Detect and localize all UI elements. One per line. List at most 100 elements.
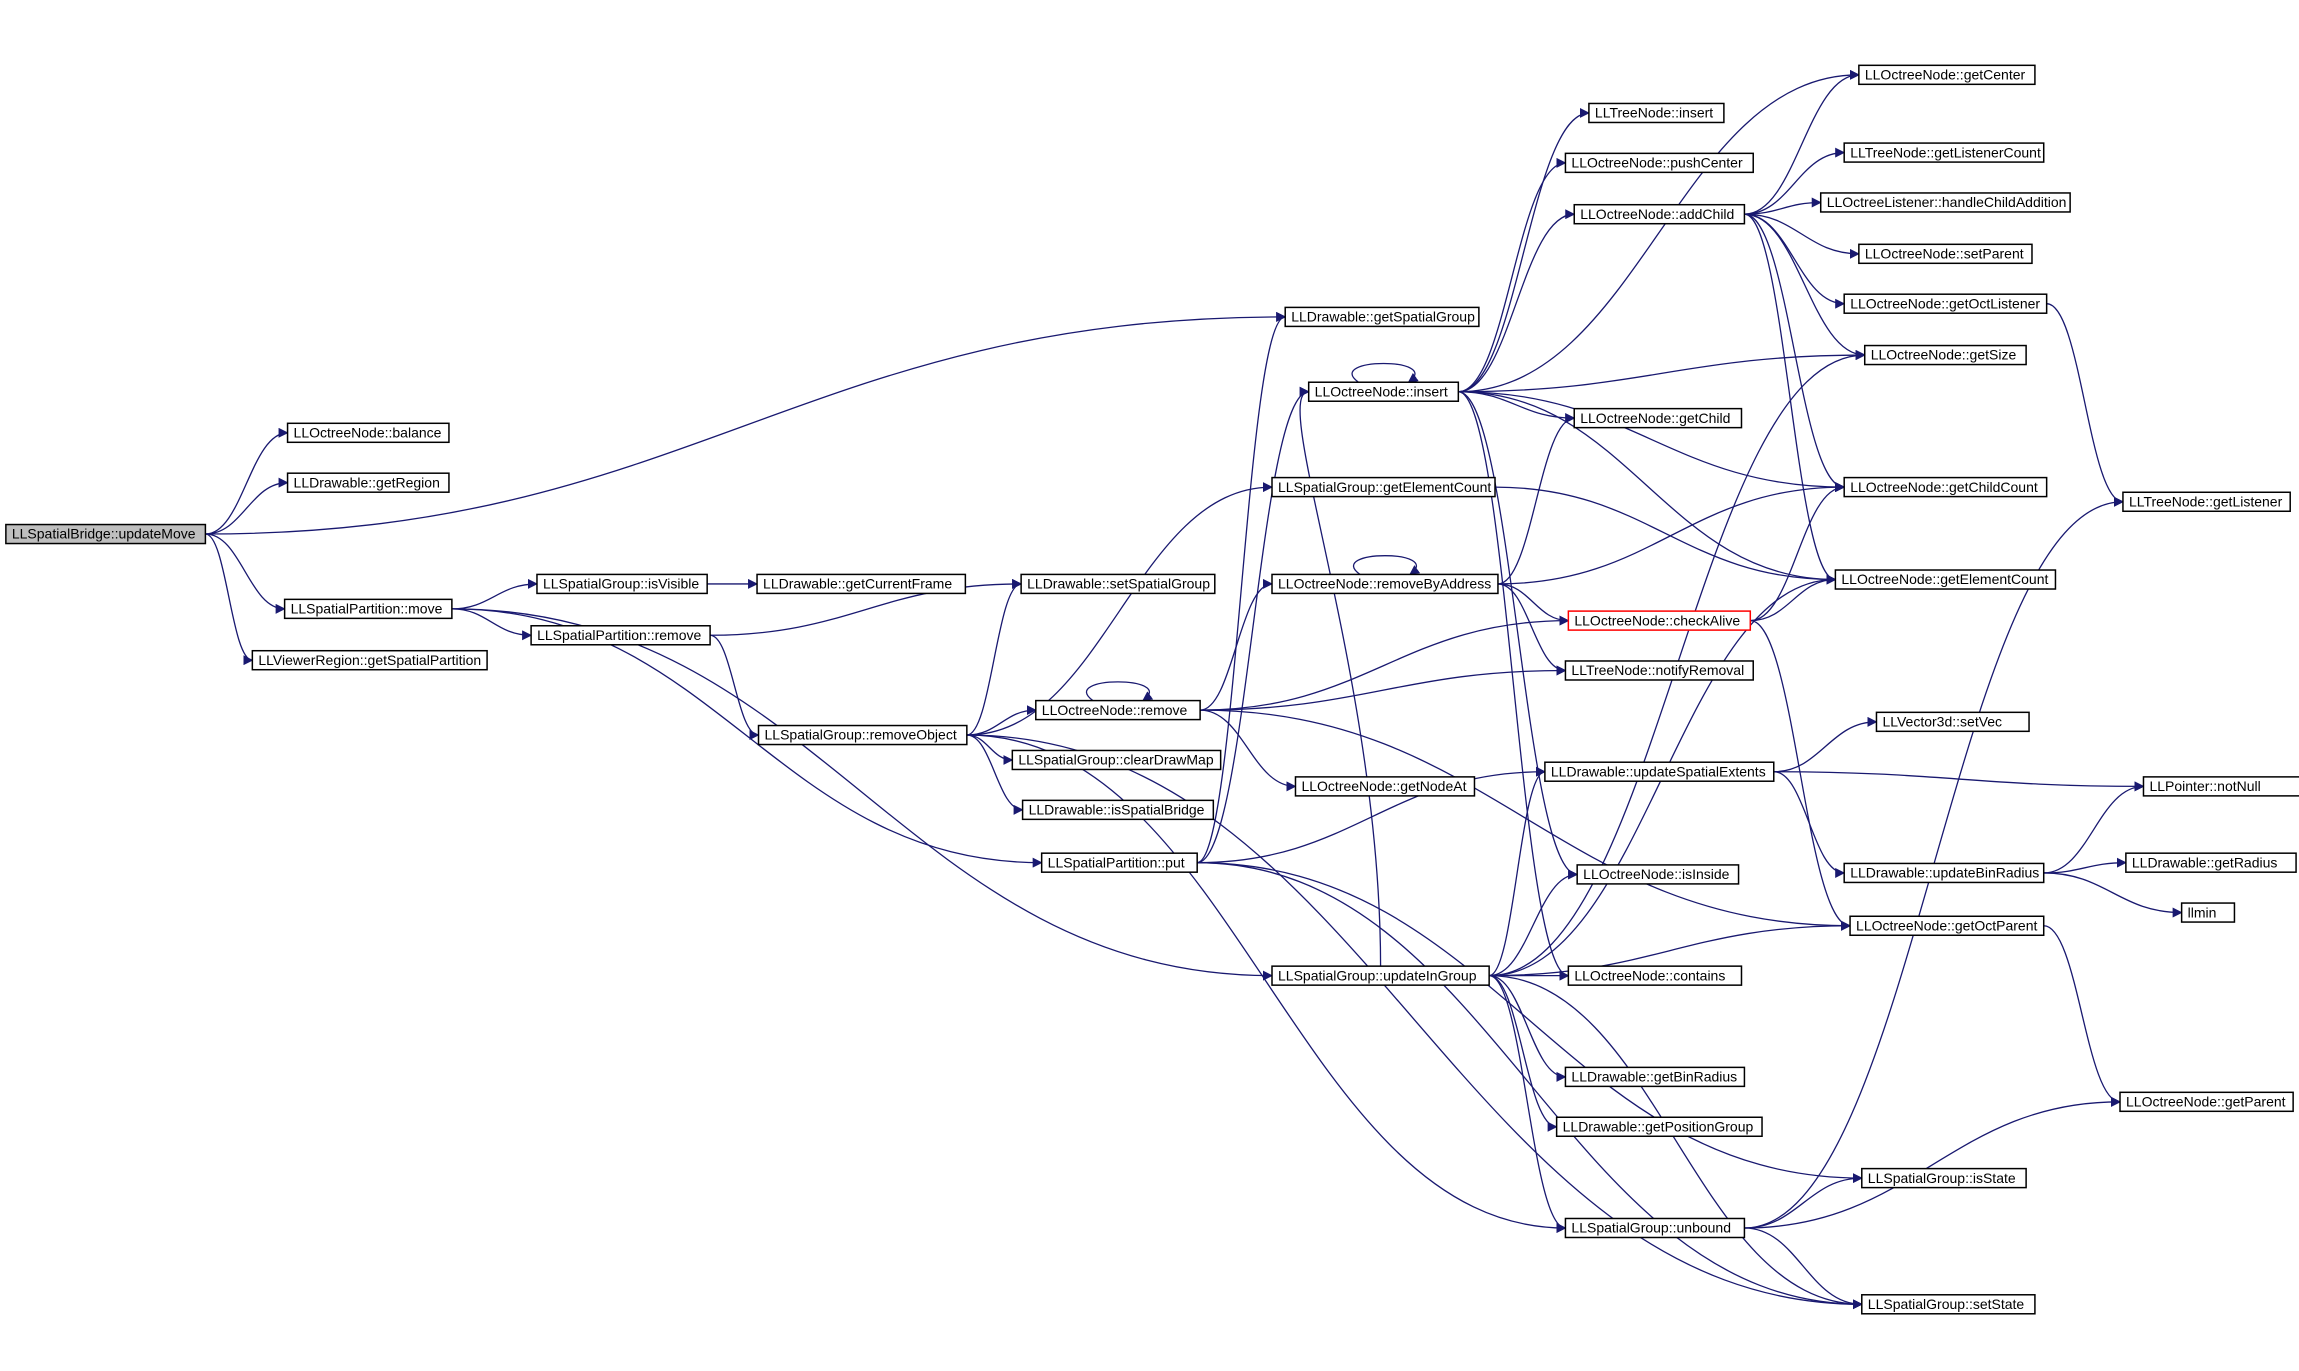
node-label: LLSpatialGroup::clearDrawMap (1018, 752, 1214, 768)
node-getSize[interactable]: LLOctreeNode::getSize (1863, 344, 2027, 366)
edge-removeByAddress-to-notifyRemoval (1497, 583, 1567, 676)
node-getCenter[interactable]: LLOctreeNode::getCenter (1858, 64, 2036, 86)
node-label: LLPointer::notNull (2149, 778, 2260, 794)
edge-onInsert-to-addChild (1458, 209, 1576, 393)
node-box (756, 573, 967, 595)
edge-checkAlive-to-getChildCount (1750, 482, 1846, 622)
node-removeObject[interactable]: LLSpatialGroup::removeObject (757, 724, 968, 746)
edge-addChild-to-getElementCountO (1744, 213, 1837, 585)
node-updateSpatialExtents[interactable]: LLDrawable::updateSpatialExtents (1544, 761, 1775, 782)
edge-removeByAddress-to-getChildCount (1497, 482, 1846, 585)
node-box (1843, 293, 2048, 314)
node-getListenerCount[interactable]: LLTreeNode::getListenerCount (1843, 142, 2045, 163)
edge-unbound-to-setState (1744, 1227, 1863, 1310)
node-onInsert[interactable]: LLOctreeNode::insert (1307, 381, 1460, 402)
edge-onInsert-to-getCenter (1458, 69, 1860, 393)
edge-put-to-getSpatialGroup (1196, 312, 1287, 864)
edge-removeByAddress-to-getChild (1497, 413, 1576, 585)
edge-getOctListener-to-getListener (2046, 303, 2124, 507)
node-getSpatialGroup[interactable]: LLDrawable::getSpatialGroup (1284, 306, 1480, 328)
node-setVec[interactable]: LLVector3d::setVec (1875, 711, 2030, 733)
node-getRadius[interactable]: LLDrawable::getRadius (2125, 852, 2297, 873)
node-box (1849, 915, 2045, 937)
node-getCurrentFrame[interactable]: LLDrawable::getCurrentFrame (756, 573, 967, 595)
node-box (283, 598, 453, 620)
node-notifyRemoval[interactable]: LLTreeNode::notifyRemoval (1564, 660, 1754, 681)
node-updateBinRadius[interactable]: LLDrawable::updateBinRadius (1843, 862, 2045, 884)
edge-unbound-to-getParent (1744, 1096, 2122, 1229)
edges (205, 69, 2183, 1310)
node-label: LLOctreeNode::removeByAddress (1278, 576, 1491, 592)
edge-addChild-to-setParent (1744, 213, 1860, 259)
edge-removeByAddress-to-removeByAddress (1352, 555, 1421, 576)
edge-onInsert-to-getSize (1458, 350, 1866, 393)
node-updateMove[interactable]: LLSpatialBridge::updateMove (5, 523, 207, 545)
node-getNodeAt[interactable]: LLOctreeNode::getNodeAt (1294, 776, 1476, 797)
edge-updateInGroup-to-updateSpatialExtents (1488, 766, 1546, 977)
node-label: LLDrawable::isSpatialBridge (1029, 802, 1205, 818)
node-getElementCountG[interactable]: LLSpatialGroup::getElementCount (1271, 476, 1496, 498)
edge-updateSpatialExtents-to-updateBinRadius (1773, 771, 1846, 878)
node-label: LLOctreeNode::isInside (1583, 866, 1730, 882)
node-pushCenter[interactable]: LLOctreeNode::pushCenter (1564, 152, 1754, 174)
node-balance[interactable]: LLOctreeNode::balance (286, 422, 450, 444)
node-setState[interactable]: LLSpatialGroup::setState (1861, 1294, 2036, 1315)
node-box (1573, 407, 1743, 429)
node-getBinRadius[interactable]: LLDrawable::getBinRadius (1564, 1066, 1746, 1088)
node-put[interactable]: LLSpatialPartition::put (1040, 852, 1198, 873)
node-getParent[interactable]: LLOctreeNode::getParent (2119, 1091, 2294, 1113)
node-box (1294, 776, 1476, 797)
node-unbound[interactable]: LLSpatialGroup::unbound (1564, 1217, 1746, 1239)
node-getRegion[interactable]: LLDrawable::getRegion (286, 472, 450, 493)
node-box (1284, 306, 1480, 328)
edge-updateSpatialExtents-to-setVec (1773, 716, 1878, 773)
node-getListener[interactable]: LLTreeNode::getListener (2122, 491, 2291, 513)
node-label: LLSpatialGroup::unbound (1571, 1220, 1731, 1236)
node-getChild[interactable]: LLOctreeNode::getChild (1573, 407, 1743, 429)
edge-removeObject-to-getElementCountG (966, 482, 1274, 736)
node-getPositionGroup[interactable]: LLDrawable::getPositionGroup (1555, 1116, 1763, 1138)
node-label: LLSpatialPartition::remove (537, 627, 701, 643)
node-llmin[interactable]: llmin (2180, 902, 2236, 923)
node-updateInGroup[interactable]: LLSpatialGroup::updateInGroup (1271, 965, 1490, 986)
node-isVisible[interactable]: LLSpatialGroup::isVisible (536, 573, 708, 595)
node-handleChildAddition[interactable]: LLOctreeListener::handleChildAddition (1819, 192, 2071, 213)
node-checkAlive[interactable]: LLOctreeNode::checkAlive (1567, 610, 1752, 631)
node-getChildCount[interactable]: LLOctreeNode::getChildCount (1843, 476, 2048, 498)
node-isState[interactable]: LLSpatialGroup::isState (1861, 1167, 2027, 1189)
node-isInside[interactable]: LLOctreeNode::isInside (1576, 864, 1740, 885)
edge-removeObject-to-isSpatialBridge (966, 734, 1024, 815)
node-label: LLDrawable::updateBinRadius (1850, 865, 2039, 881)
node-spRemove[interactable]: LLSpatialPartition::remove (530, 625, 711, 646)
node-clearDrawMap[interactable]: LLSpatialGroup::clearDrawMap (1011, 749, 1222, 771)
node-label: LLViewerRegion::getSpatialPartition (258, 652, 481, 668)
node-notNull[interactable]: LLPointer::notNull (2142, 776, 2299, 797)
edge-updateMove-to-getSpatialGroup (205, 311, 1287, 535)
node-getElementCountO[interactable]: LLOctreeNode::getElementCount (1834, 569, 2057, 590)
edge-move-to-isVisible (451, 578, 538, 610)
node-box (1588, 102, 1725, 124)
node-label: LLDrawable::getCurrentFrame (763, 576, 952, 592)
node-contains[interactable]: LLOctreeNode::contains (1567, 965, 1743, 986)
node-isSpatialBridge[interactable]: LLDrawable::isSpatialBridge (1021, 799, 1215, 821)
edge-addChild-to-getOctListener (1744, 213, 1846, 309)
nodes: LLSpatialBridge::updateMoveLLOctreeNode:… (5, 64, 2299, 1315)
node-getSpatialPartition[interactable]: LLViewerRegion::getSpatialPartition (251, 649, 488, 671)
edge-spRemove-to-setSpatialGroup (710, 578, 1023, 636)
node-onRemove[interactable]: LLOctreeNode::remove (1035, 699, 1201, 721)
node-tnInsert[interactable]: LLTreeNode::insert (1588, 102, 1725, 124)
node-label: LLOctreeNode::balance (294, 425, 442, 441)
node-label: LLTreeNode::getListenerCount (1850, 144, 2041, 160)
node-setSpatialGroup[interactable]: LLDrawable::setSpatialGroup (1020, 573, 1216, 595)
node-move[interactable]: LLSpatialPartition::move (283, 598, 453, 620)
node-label: LLSpatialPartition::put (1048, 854, 1185, 870)
node-getOctListener[interactable]: LLOctreeNode::getOctListener (1843, 293, 2048, 314)
node-addChild[interactable]: LLOctreeNode::addChild (1573, 203, 1746, 225)
node-setParent[interactable]: LLOctreeNode::setParent (1858, 243, 2033, 265)
node-removeByAddress[interactable]: LLOctreeNode::removeByAddress (1271, 573, 1499, 595)
edge-updateInGroup-to-unbound (1488, 974, 1567, 1233)
node-getOctParent[interactable]: LLOctreeNode::getOctParent (1849, 915, 2045, 937)
node-label: LLOctreeNode::getChild (1580, 410, 1730, 426)
edge-checkAlive-to-getElementCountO (1750, 574, 1837, 622)
node-label: LLOctreeNode::getNodeAt (1301, 778, 1466, 794)
